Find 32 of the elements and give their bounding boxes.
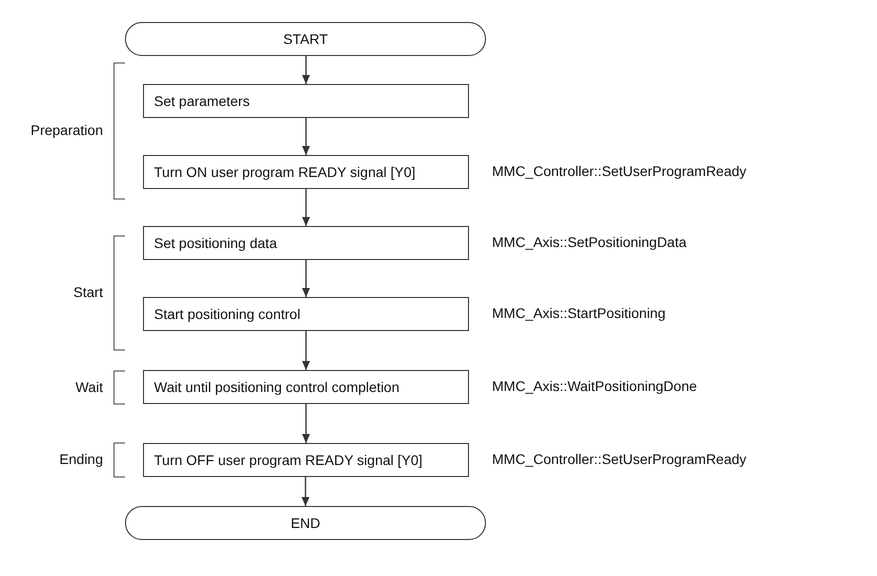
- node-text: Set positioning data: [154, 235, 277, 251]
- node-text: Turn ON user program READY signal [Y0]: [154, 164, 416, 180]
- function-name: MMC_Axis::StartPositioning: [492, 305, 666, 321]
- phase-label: Ending: [59, 451, 103, 467]
- phase-label: Wait: [76, 378, 103, 394]
- function-name: MMC_Controller::SetUserProgramReady: [492, 163, 746, 179]
- process-box: [143, 370, 469, 404]
- function-name: MMC_Controller::SetUserProgramReady: [492, 451, 746, 467]
- phase-label: Preparation: [30, 122, 103, 138]
- process-box: [143, 443, 469, 477]
- arrow: [302, 260, 310, 297]
- arrow: [302, 477, 310, 506]
- arrow: [302, 118, 310, 155]
- node-text: Set parameters: [154, 93, 250, 109]
- node-text: Start positioning control: [154, 306, 300, 322]
- terminal-box: [125, 22, 486, 56]
- process-box: [143, 297, 469, 331]
- node-text: START: [283, 31, 328, 47]
- arrow: [302, 189, 310, 226]
- function-name: MMC_Axis::SetPositioningData: [492, 234, 687, 250]
- node-text: END: [290, 515, 320, 531]
- node-text: Wait until positioning control completion: [154, 379, 400, 395]
- process-box: [143, 226, 469, 260]
- process-box: [143, 155, 469, 189]
- node-text: Turn OFF user program READY signal [Y0]: [154, 452, 422, 468]
- terminal-box: [125, 506, 486, 540]
- process-box: [143, 84, 469, 118]
- function-name: MMC_Axis::WaitPositioningDone: [492, 378, 697, 394]
- arrow: [302, 56, 310, 84]
- phase-label: Start: [73, 284, 103, 300]
- arrow: [302, 404, 310, 443]
- arrow: [302, 331, 310, 370]
